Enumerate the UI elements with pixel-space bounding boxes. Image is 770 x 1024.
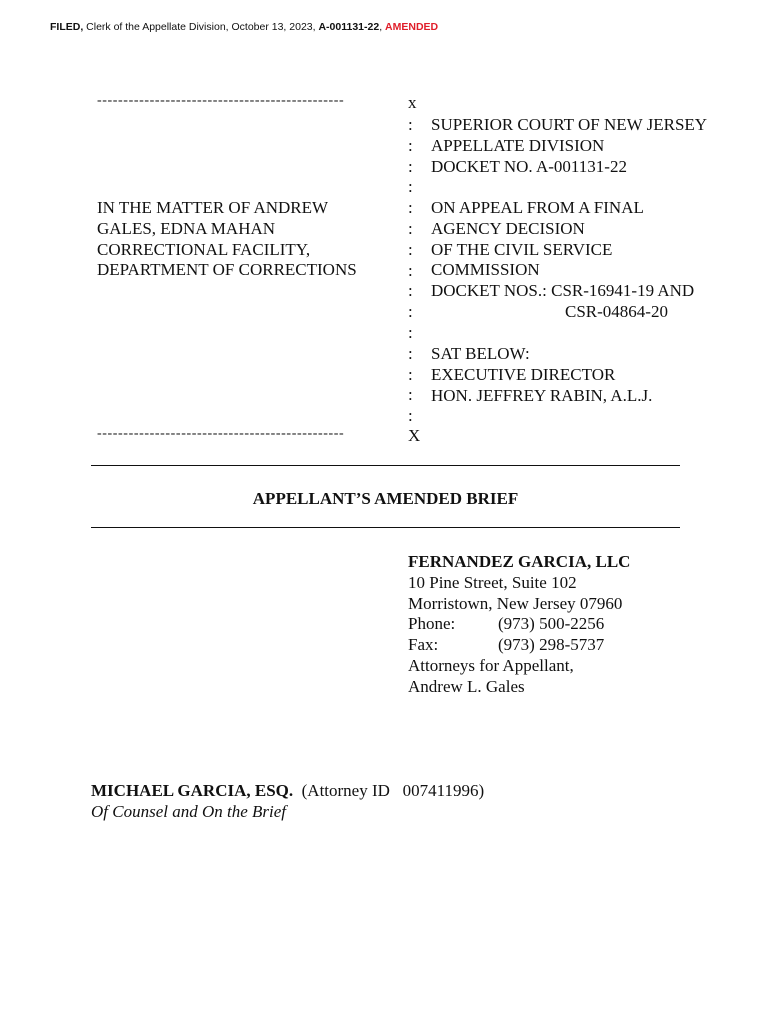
client-name: Andrew L. Gales: [408, 676, 525, 696]
colon: :: [408, 302, 413, 322]
colon: :: [408, 406, 413, 426]
caption-colon-column: : : : : : : : : : : : : : : :: [408, 115, 413, 427]
matter-line: DEPARTMENT OF CORRECTIONS: [97, 260, 357, 280]
case-matter: IN THE MATTER OF ANDREW GALES, EDNA MAHA…: [97, 198, 357, 281]
title-rule-top: [91, 465, 680, 466]
court-line: APPELLATE DIVISION: [431, 135, 605, 155]
sat-below-line: SAT BELOW:: [431, 344, 530, 363]
colon: :: [408, 135, 413, 155]
firm-address-line: 10 Pine Street, Suite 102: [408, 572, 577, 592]
colon: :: [408, 177, 413, 197]
stamp-filed: FILED,: [50, 21, 84, 33]
stamp-sep: ,: [379, 21, 386, 33]
court-info: SUPERIOR COURT OF NEW JERSEY APPELLATE D…: [431, 115, 707, 177]
firm-phone-row: Phone: (973) 500-2256: [408, 614, 630, 635]
colon: :: [408, 198, 413, 218]
stamp-docket: A-001131-22: [318, 21, 380, 33]
caption-x-bottom: X: [408, 426, 421, 445]
firm-name: FERNANDEZ GARCIA, LLC: [408, 552, 631, 571]
counsel-block: MICHAEL GARCIA, ESQ. (Attorney ID 007411…: [91, 781, 484, 823]
colon: :: [408, 385, 413, 405]
filing-stamp: FILED, Clerk of the Appellate Division, …: [50, 21, 438, 33]
matter-line: IN THE MATTER OF ANDREW: [97, 198, 329, 217]
counsel-name: MICHAEL GARCIA, ESQ.: [91, 781, 294, 800]
appeal-line: OF THE CIVIL SERVICE: [431, 239, 613, 259]
docket-line: DOCKET NO. A-001131-22: [431, 156, 627, 176]
brief-title: APPELLANT’S AMENDED BRIEF: [252, 489, 519, 508]
appeal-info: ON APPEAL FROM A FINAL AGENCY DECISION O…: [431, 198, 694, 323]
sat-below-info: SAT BELOW: EXECUTIVE DIRECTOR HON. JEFFR…: [431, 344, 652, 406]
counsel-line: MICHAEL GARCIA, ESQ. (Attorney ID 007411…: [91, 781, 484, 802]
court-line: SUPERIOR COURT OF NEW JERSEY: [431, 115, 708, 134]
colon: :: [408, 281, 413, 301]
sat-below-line: HON. JEFFREY RABIN, A.L.J.: [431, 385, 653, 405]
firm-block: FERNANDEZ GARCIA, LLC 10 Pine Street, Su…: [408, 552, 630, 698]
colon: :: [408, 343, 413, 363]
phone-label: Phone:: [408, 614, 456, 634]
colon: :: [408, 218, 413, 238]
appeal-line: AGENCY DECISION: [431, 218, 585, 238]
docket-nos-line: DOCKET NOS.: CSR-16941-19 AND: [431, 281, 695, 301]
matter-line: CORRECTIONAL FACILITY,: [97, 239, 311, 259]
colon: :: [408, 239, 413, 259]
appeal-line: COMMISSION: [431, 260, 540, 280]
colon: :: [408, 156, 413, 176]
colon: :: [408, 115, 413, 134]
sat-below-line: EXECUTIVE DIRECTOR: [431, 364, 616, 384]
caption-dash-line-top: ----------------------------------------…: [97, 93, 345, 108]
stamp-amended: AMENDED: [385, 21, 439, 33]
firm-fax-row: Fax: (973) 298-5737: [408, 635, 630, 656]
stamp-text: Clerk of the Appellate Division, October…: [83, 21, 319, 33]
counsel-attorney-id: (Attorney ID 007411996): [293, 781, 485, 800]
title-rule-bottom: [91, 527, 680, 528]
caption-dash-line-bottom: ----------------------------------------…: [97, 426, 345, 441]
caption-x-top: x: [408, 93, 417, 112]
colon: :: [408, 322, 413, 342]
colon: :: [408, 260, 413, 280]
matter-line: GALES, EDNA MAHAN: [97, 218, 276, 238]
colon: :: [408, 364, 413, 384]
case-caption: ----------------------------------------…: [97, 93, 737, 453]
counsel-role: Of Counsel and On the Brief: [91, 801, 287, 821]
appeal-line: ON APPEAL FROM A FINAL: [431, 198, 644, 217]
firm-address-line: Morristown, New Jersey 07960: [408, 593, 623, 613]
fax-label: Fax:: [408, 635, 439, 655]
attorneys-for-line: Attorneys for Appellant,: [408, 655, 574, 675]
fax-value: (973) 298-5737: [498, 635, 605, 655]
phone-value: (973) 500-2256: [498, 614, 605, 634]
docket-nos-line: CSR-04864-20: [565, 301, 668, 321]
